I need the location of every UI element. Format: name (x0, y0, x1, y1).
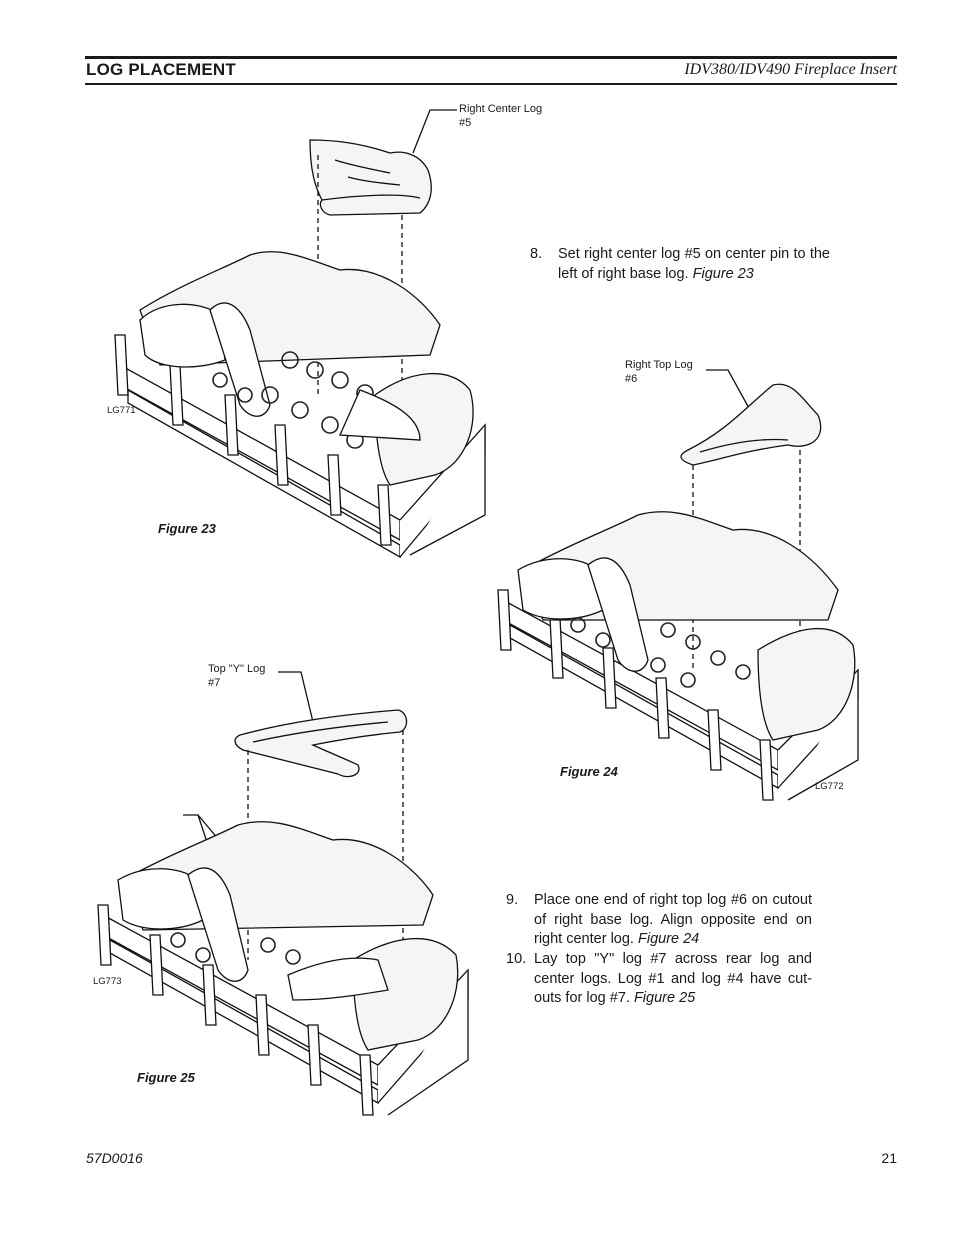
figure-23-code: LG771 (107, 405, 136, 416)
figure-23-reference: Figure 23 (692, 265, 754, 282)
figure-23-caption: Figure 23 (158, 521, 216, 536)
header-rule-top (85, 56, 897, 59)
figure-24-illustration (497, 369, 859, 801)
figure-24-reference: Figure 24 (637, 931, 700, 947)
figure-25-callout: Top "Y" Log #7 (208, 663, 266, 689)
figure-25-reference: Figure 25 (633, 990, 696, 1006)
footer-document-number: 57D0016 (86, 1150, 143, 1166)
figure-23-illustration (114, 109, 486, 559)
figure-25-illustration (97, 671, 469, 1116)
step-10: 10. Lay top "Y" log #7 across rear log a… (506, 951, 812, 1006)
figure-24-callout: Right Top Log #6 (625, 359, 693, 385)
figure-25-code: LG773 (93, 976, 122, 987)
figure-24-caption: Figure 24 (560, 764, 618, 779)
step-9: 9. Place one end of right top log #6 on … (506, 892, 812, 947)
figure-25-caption: Figure 25 (137, 1070, 195, 1085)
section-title: LOG PLACEMENT (86, 60, 236, 79)
figure-24-code: LG772 (815, 781, 844, 792)
step-8: 8. Set right center log #5 on center pin… (530, 246, 830, 282)
document-title: IDV380/IDV490 Fireplace Insert (684, 61, 897, 78)
header-rule-bottom (85, 83, 897, 85)
footer-page-number: 21 (881, 1150, 897, 1166)
figure-23-callout: Right Center Log #5 (459, 103, 543, 129)
